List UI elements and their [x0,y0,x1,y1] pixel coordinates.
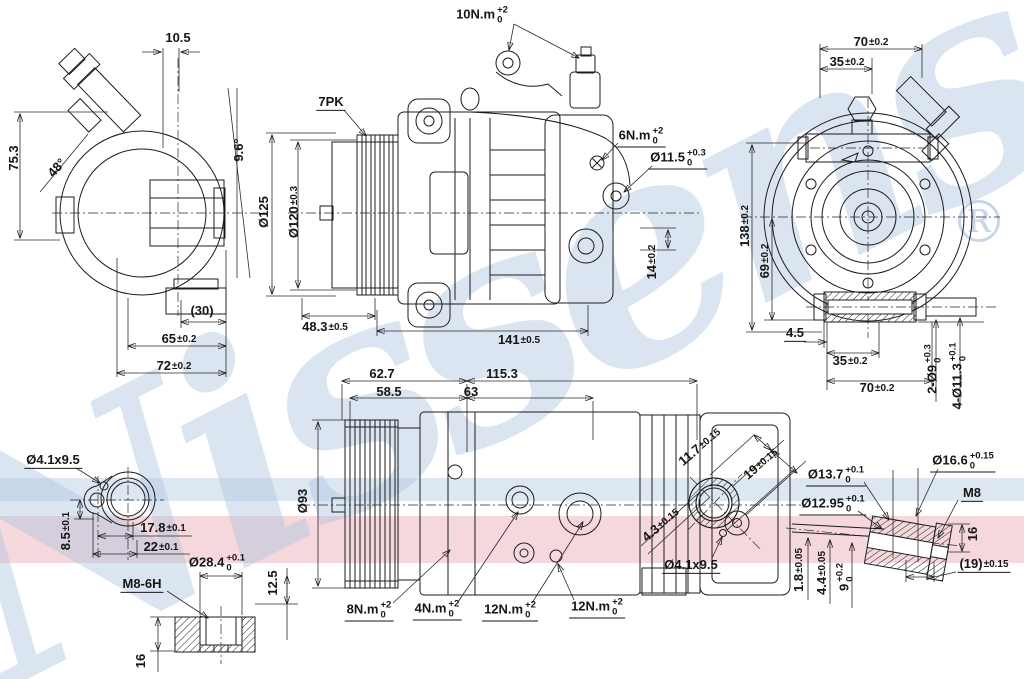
dim-19-ref-label: (19)±0.15 [957,556,1011,574]
dim-4-5-label: 4.5 [783,325,807,343]
dim-30-ref-label: (30) [190,302,214,318]
dim-138-label: 138±0.2 [736,204,752,248]
view-front [266,24,700,336]
dia-125-label: Ø125 [255,196,271,228]
dim-62-7-label: 62.7 [369,365,395,381]
dim-8-5-label: 8.5±0.1 [57,511,73,551]
dim-115-3-label: 115.3 [486,365,518,381]
dim-70-top-label: 70±0.2 [853,33,889,49]
dia-4-1-port-label: Ø4.1x9.5 [662,557,720,575]
detail-port [641,435,806,558]
thread-m8-6h-label: M8-6H [120,576,164,594]
dim-58-5-label: 58.5 [376,383,402,399]
dia-4-1-left-label: Ø4.1x9.5 [24,452,82,470]
detail-fitting [786,468,970,608]
dim-72-label: 72±0.2 [156,357,192,373]
dia-120-label: Ø120±0.3 [285,185,301,239]
dim-12-5-label: 12.5 [264,570,280,596]
dim-22-label: 22±0.1 [143,538,179,554]
detail-mount-ear [70,467,192,560]
dim-35-bot-label: 35±0.2 [832,352,868,368]
belt-7pk-label: 7PK [316,94,346,112]
dim-17-8-label: 17.8±0.1 [140,519,186,535]
dim-16-right-label: 16 [964,526,980,542]
dim-1-8-label: 1.8±0.05 [790,547,806,593]
dia-93-label: Ø93 [294,488,310,514]
view-top [300,381,806,603]
dim-16-left-label: 16 [132,653,148,669]
dim-69-label: 69±0.2 [756,243,772,279]
dim-35-top-label: 35±0.2 [829,53,865,69]
dim-65-label: 65±0.2 [161,330,197,346]
dim-63-label: 63 [463,383,479,399]
detail-thread-plug [150,568,298,672]
dim-14-label: 14±0.2 [643,244,659,280]
dim-10-5-label: 10.5 [165,29,191,45]
dim-4-4-label: 4.4±0.05 [813,550,829,596]
view-side-left [14,43,268,377]
angle-9-6-label: 9.6° [230,138,246,162]
view-rear [742,44,1000,408]
dim-75-3-label: 75.3 [5,145,21,171]
dim-48-3-label: 48.3±0.5 [302,318,348,334]
dim-70-bot-label: 70±0.2 [859,379,895,395]
dim-141-label: 141±0.5 [497,331,541,347]
thread-m8-label: M8 [960,485,984,503]
